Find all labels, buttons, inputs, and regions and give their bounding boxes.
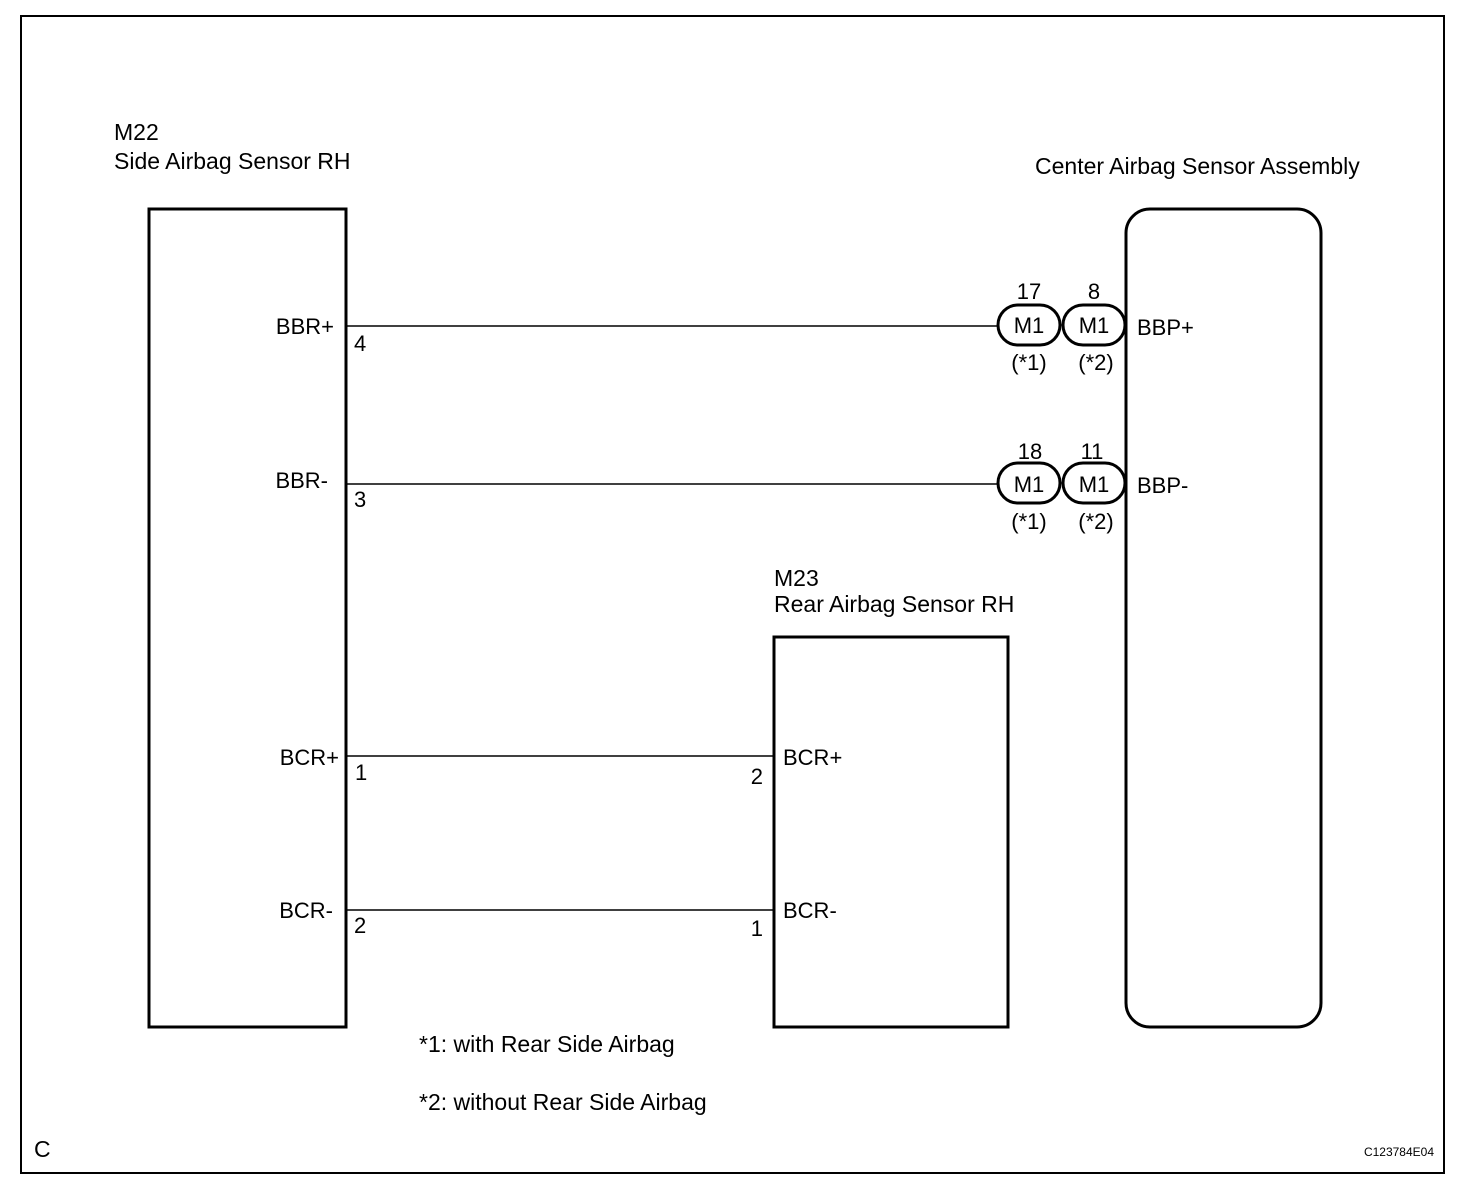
side-pin-number: 3 [354,487,366,512]
connector-note: (*1) [1011,350,1046,375]
center-sensor-name: Center Airbag Sensor Assembly [1035,153,1360,179]
side-pin-number: 1 [355,760,367,785]
connector-code: M1 [1079,472,1110,497]
side-pin-number: 2 [354,913,366,938]
side-sensor-box [147,207,348,1029]
connector-note: (*1) [1011,509,1046,534]
corner-letter: C [34,1136,51,1162]
rear-sensor-code: M23 [774,565,819,591]
rear-terminal-label: BCR+ [783,745,842,770]
connector-code: M1 [1014,313,1045,338]
note-1: *1: with Rear Side Airbag [419,1031,675,1057]
outer-frame [20,15,1445,1174]
connector-pin-number: 8 [1088,279,1100,304]
connector-m1 [996,303,1062,347]
rear-terminal-label: BCR- [783,898,837,923]
connector-m1 [1061,303,1127,347]
center-terminal-label: BBP+ [1137,315,1194,340]
connector-m1 [996,461,1062,505]
side-terminal-label: BCR+ [280,745,339,770]
center-sensor-box [1124,207,1323,1029]
figure-code: C123784E04 [1364,1145,1434,1159]
note-2: *2: without Rear Side Airbag [419,1089,707,1115]
connector-note: (*2) [1078,509,1113,534]
connector-note: (*2) [1078,350,1113,375]
connector-code: M1 [1014,472,1045,497]
center-terminal-label: BBP- [1137,473,1188,498]
connector-pin-number: 11 [1081,439,1104,464]
side-sensor-code: M22 [114,119,159,145]
connector-m1 [1061,461,1127,505]
connector-pin-number: 17 [1017,279,1041,304]
connector-code: M1 [1079,313,1110,338]
rear-pin-number: 1 [751,916,763,941]
connector-pin-number: 18 [1018,439,1042,464]
rear-sensor-box [772,635,1010,1029]
side-terminal-label: BBR+ [276,314,334,339]
side-sensor-name: Side Airbag Sensor RH [114,148,351,174]
side-pin-number: 4 [354,331,366,356]
side-terminal-label: BBR- [275,468,328,493]
side-terminal-label: BCR- [279,898,333,923]
rear-pin-number: 2 [751,764,763,789]
rear-sensor-name: Rear Airbag Sensor RH [774,591,1014,617]
